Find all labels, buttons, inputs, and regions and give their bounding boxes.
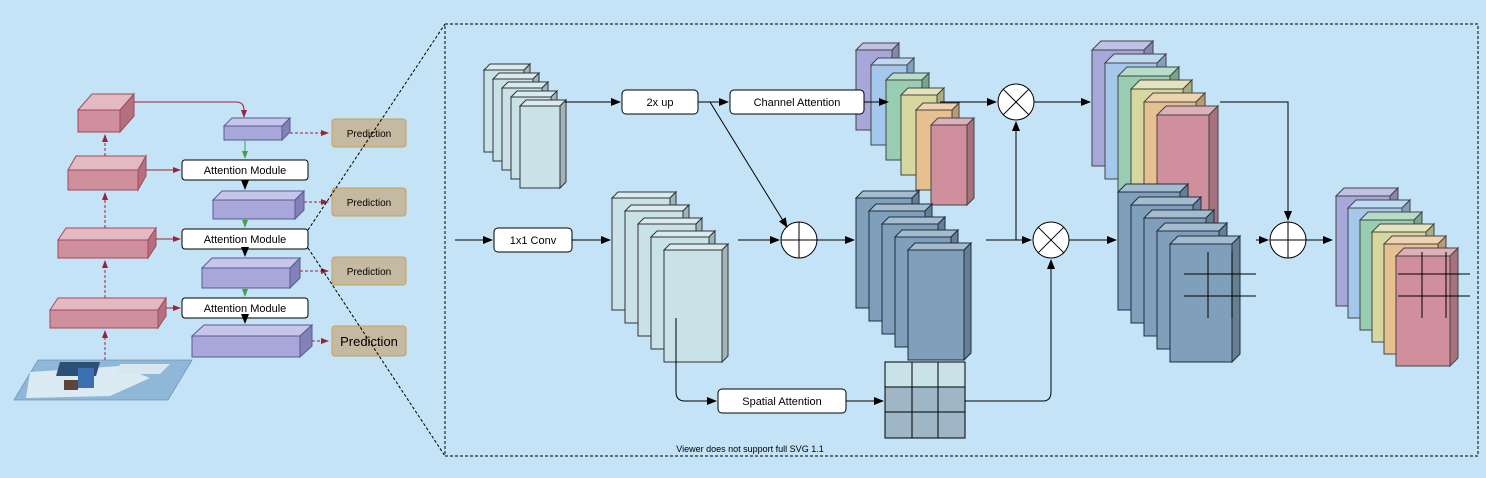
conv-label: 1x1 Conv <box>510 235 557 247</box>
lateral-feature-cube-slice-5-front <box>663 249 723 363</box>
multiply-operator-2 <box>1032 221 1070 259</box>
prediction-label: Prediction <box>347 129 391 140</box>
fused-feature-cube-slice-5-front <box>907 249 965 361</box>
add-operator-2 <box>1269 221 1307 259</box>
pyramid-block-2 <box>211 189 306 221</box>
pyramid-block-1 <box>222 116 292 142</box>
prediction-arrows <box>290 130 329 344</box>
lateral-feature-cube-slice-2-top <box>623 204 691 212</box>
output-feature-cube-slice-6-top <box>1394 247 1460 257</box>
attention-module-label: Attention Module <box>204 303 287 315</box>
input-feature-cube-slice-5-top <box>518 99 568 107</box>
spatial-weighted-cube-slice-3-top <box>1142 209 1216 219</box>
output-feature-cube-slice-1-top <box>1334 187 1400 197</box>
input-feature-cube-slice-3-top <box>500 81 550 89</box>
input-feature-cube-slice-1-top <box>482 63 532 71</box>
channel-weighted-cube-slice-6-top <box>1155 105 1220 116</box>
channel-attention-box: Channel Attention <box>729 89 865 115</box>
channel-attention-label: Channel Attention <box>754 97 841 109</box>
spatial-weighted-cube <box>1116 182 1242 364</box>
prediction-box-3: Prediction <box>331 256 407 286</box>
attention-module-detail: 2x up Channel Attention 1x1 Conv Spatial… <box>444 23 1479 457</box>
output-feature-cube <box>1334 186 1460 368</box>
channel-weighted-cube-slice-1-top <box>1090 40 1155 51</box>
backbone-block-4 <box>76 92 136 134</box>
spatial-weighted-cube-slice-4-top <box>1155 222 1229 232</box>
attention-module-2[interactable]: Attention Module <box>181 228 309 250</box>
fused-feature-cube-slice-5-top <box>906 242 973 251</box>
attention-module-label: Attention Module <box>204 165 287 177</box>
channel-weighted-cube-slice-4-top <box>1129 79 1194 90</box>
channel-attention-cube-slice-6-front <box>930 124 968 206</box>
spatial-weighted-cube-slice-2-top <box>1129 196 1203 206</box>
channel-weighted-cube-slice-2-top <box>1103 53 1168 64</box>
input-image <box>13 359 193 401</box>
feature-pyramid-panel: Attention Module Attention Module Attent… <box>13 92 407 401</box>
attention-module-1[interactable]: Attention Module <box>181 159 309 181</box>
detail-arrows <box>455 98 1333 405</box>
spatial-attention-box: Spatial Attention <box>717 388 847 414</box>
spatial-weighted-cube-slice-5-side <box>1231 234 1241 364</box>
lateral-feature-cube-slice-1-top <box>610 191 678 199</box>
spatial-attention-label: Spatial Attention <box>742 396 822 408</box>
prediction-box-2: Prediction <box>331 187 407 217</box>
input-feature-cube-slice-4-top <box>509 90 559 98</box>
fused-feature-cube-slice-3-top <box>880 216 947 225</box>
lateral-feature-cube-slice-5-top <box>662 243 730 251</box>
fused-feature-cube-slice-1-top <box>854 190 921 199</box>
multiply-operator-1 <box>997 83 1035 121</box>
fused-feature-cube-slice-4-top <box>893 229 960 238</box>
upsample-box: 2x up <box>621 89 699 115</box>
channel-attention-cube-slice-6-side <box>966 116 975 207</box>
zoom-lines <box>307 23 446 457</box>
attention-module-3[interactable]: Attention Module <box>181 297 309 319</box>
input-feature-cube <box>482 62 568 190</box>
output-feature-cube-slice-3-top <box>1358 211 1424 221</box>
lateral-feature-cube <box>610 190 730 364</box>
spatial-attention-map <box>884 361 966 439</box>
prediction-label: Prediction <box>347 198 391 209</box>
detail-frame <box>444 23 1479 457</box>
output-feature-cube-slice-4-top <box>1370 223 1436 233</box>
lateral-feature-cube-slice-3-top <box>636 217 704 225</box>
output-feature-cube-slice-6-side <box>1449 246 1459 368</box>
fused-feature-cube-slice-5-side <box>963 241 972 362</box>
channel-attention-cube <box>854 41 976 207</box>
pyramid-block-4 <box>190 323 314 359</box>
channel-weighted-cube-slice-3-top <box>1116 66 1181 77</box>
pyramid-block-3 <box>200 256 302 290</box>
output-feature-cube-slice-5-top <box>1382 235 1448 245</box>
lateral-feature-cube-slice-5-side <box>721 242 729 364</box>
output-feature-cube-slice-2-top <box>1346 199 1412 209</box>
grid-overlays <box>1184 252 1470 318</box>
prediction-label: Prediction <box>347 267 391 278</box>
viewer-warning-text: Viewer does not support full SVG 1.1 <box>676 444 823 454</box>
backbone-block-3 <box>67 154 147 192</box>
prediction-box-1: Prediction <box>331 118 407 148</box>
channel-weighted-cube-slice-5-top <box>1142 92 1207 103</box>
backbone-block-1 <box>49 296 167 330</box>
fused-feature-cube-slice-2-top <box>867 203 934 212</box>
spatial-weighted-cube-slice-5-front <box>1169 243 1233 363</box>
conv-box: 1x1 Conv <box>493 227 573 253</box>
spatial-weighted-cube-slice-1-top <box>1116 183 1190 193</box>
input-feature-cube-slice-5-front <box>519 105 561 189</box>
input-feature-cube-slice-5-side <box>559 98 567 190</box>
spatial-weighted-cube-slice-5-top <box>1168 235 1242 245</box>
input-feature-cube-slice-2-top <box>491 72 541 80</box>
upsample-label: 2x up <box>647 97 674 109</box>
attention-module-label: Attention Module <box>204 234 287 246</box>
add-operator-1 <box>780 221 818 259</box>
output-feature-cube-slice-6-front <box>1395 255 1451 367</box>
cube-layer <box>482 39 1460 368</box>
lateral-connections <box>134 101 247 311</box>
backbone-block-2 <box>57 226 157 260</box>
fused-feature-cube <box>854 189 973 362</box>
lateral-feature-cube-slice-4-top <box>649 230 717 238</box>
